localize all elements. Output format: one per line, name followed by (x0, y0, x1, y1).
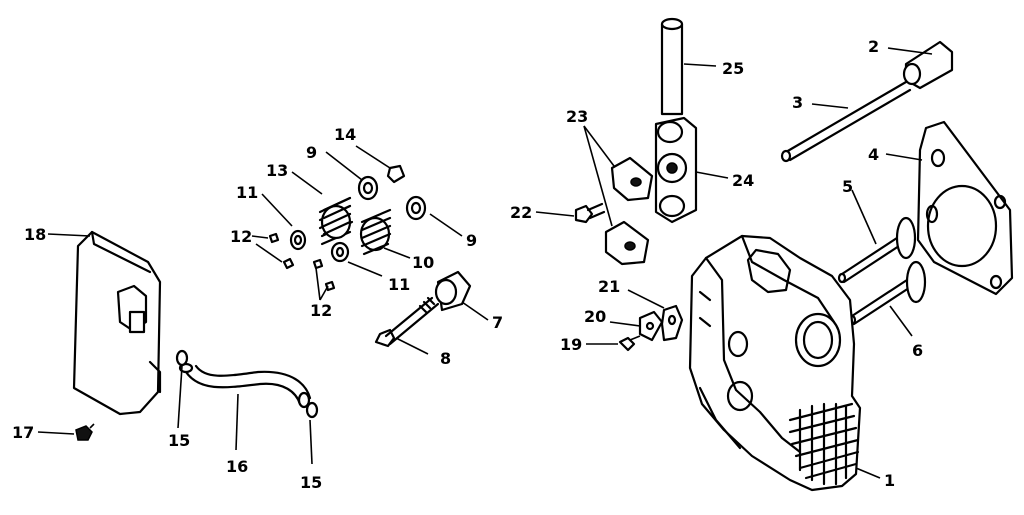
callout-13: 13 (266, 161, 288, 180)
callout-12-upper: 12 (230, 227, 252, 246)
push-rod-tube (902, 40, 954, 90)
rocker-arm-upper (610, 156, 654, 202)
hose-clamp-right (305, 401, 319, 419)
exhaust-valve (847, 260, 927, 326)
callout-4: 4 (868, 145, 879, 164)
callout-22: 22 (510, 203, 532, 222)
breather-hose (178, 362, 312, 409)
hose-clamp-left (175, 349, 189, 367)
push-rod (660, 17, 684, 116)
valve-cover (72, 230, 162, 416)
callout-21: 21 (598, 277, 620, 296)
valve-retainer-lower (330, 241, 350, 263)
callout-2: 2 (868, 37, 879, 56)
valve-spring-upper (318, 196, 354, 246)
rocker-arm-lower (604, 220, 650, 266)
lock-plate-20 (638, 310, 664, 342)
valve-keepers-upper (268, 232, 295, 270)
callout-25: 25 (722, 59, 744, 78)
callout-15-right: 15 (300, 473, 322, 492)
valve-retainer-upper (289, 229, 307, 251)
screw-19 (618, 335, 641, 352)
callout-8: 8 (440, 349, 451, 368)
callout-19: 19 (560, 335, 582, 354)
cover-screw (75, 423, 95, 441)
lock-21 (660, 304, 684, 342)
valve-spring-lower (359, 208, 392, 256)
callout-6: 6 (912, 341, 923, 360)
callout-10: 10 (412, 253, 434, 272)
callout-20: 20 (584, 307, 606, 326)
callout-9-lower: 9 (466, 231, 477, 250)
valve-keepers-lower (312, 258, 336, 292)
callout-12-lower: 12 (310, 301, 332, 320)
callout-9-upper: 9 (306, 143, 317, 162)
leader-lines (37, 47, 933, 479)
callout-3: 3 (792, 93, 803, 112)
rocker-pivot (654, 116, 698, 224)
cylinder-head (688, 234, 862, 492)
callout-11-upper: 11 (236, 183, 258, 202)
callout-1: 1 (884, 471, 895, 490)
valve-cap-upper (357, 175, 379, 201)
valve-cap-lower (405, 195, 427, 221)
rocker-screw (574, 202, 606, 224)
callout-16: 16 (226, 457, 248, 476)
callout-11-lower: 11 (388, 275, 410, 294)
callout-7: 7 (492, 313, 503, 332)
callout-17: 17 (12, 423, 34, 442)
callout-14: 14 (334, 125, 356, 144)
rocker-spacer (434, 270, 472, 312)
valve-rotator (386, 164, 406, 184)
rocker-stud (374, 296, 440, 348)
callout-24: 24 (732, 171, 754, 190)
callout-15-left: 15 (168, 431, 190, 450)
callout-23: 23 (566, 107, 588, 126)
head-gasket (916, 120, 1014, 296)
callout-5: 5 (842, 177, 853, 196)
intake-valve (837, 216, 917, 284)
push-rod-long (780, 80, 912, 163)
callout-18: 18 (24, 225, 46, 244)
